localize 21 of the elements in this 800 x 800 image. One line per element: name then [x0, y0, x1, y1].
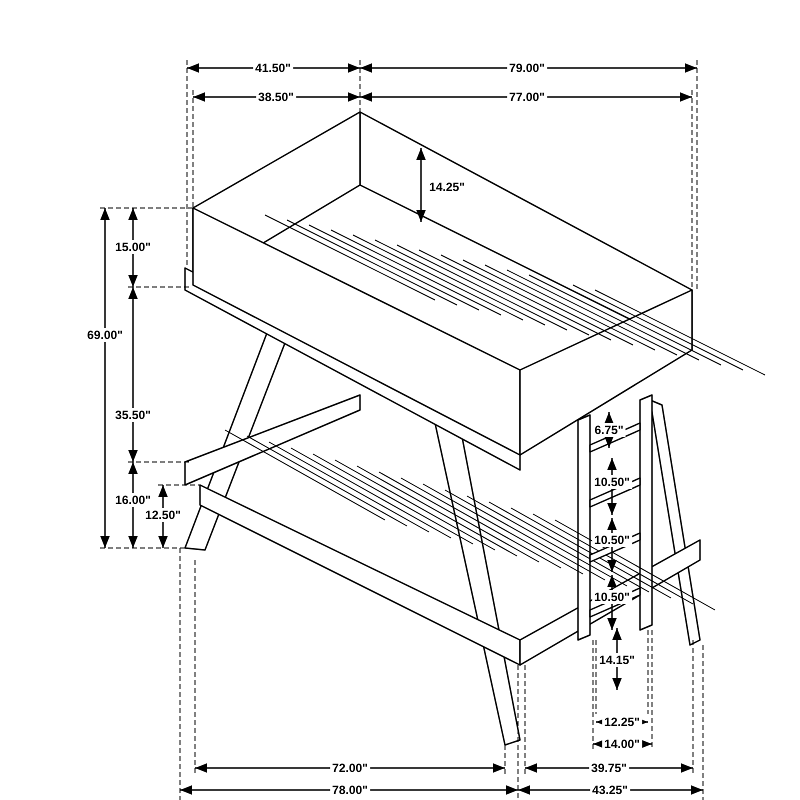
dimension-label: 14.00"	[602, 737, 642, 751]
dimension-label: 10.50"	[592, 590, 632, 604]
dimension-label: 39.75"	[589, 761, 629, 775]
dimension-label: 16.00"	[113, 493, 153, 507]
dimension-label: 72.00"	[330, 761, 370, 775]
dimension-label: 35.50"	[113, 408, 153, 422]
dimension-label: 43.25"	[590, 783, 630, 797]
dimension-label: 38.50"	[256, 90, 296, 104]
dimension-label: 41.50"	[253, 61, 293, 75]
dimension-label: 69.00"	[85, 328, 125, 342]
dimension-label: 14.25"	[427, 180, 467, 194]
dimension-label: 6.75"	[592, 423, 626, 437]
dimension-label: 79.00"	[507, 61, 547, 75]
dimension-label: 15.00"	[113, 240, 153, 254]
dimension-label: 77.00"	[507, 90, 547, 104]
dimension-label: 14.15"	[597, 653, 637, 667]
dimension-label: 10.50"	[592, 533, 632, 547]
dimension-label: 12.50"	[143, 508, 183, 522]
dimension-label: 12.25"	[602, 715, 642, 729]
dimension-label: 78.00"	[330, 783, 370, 797]
dimension-label: 10.50"	[592, 475, 632, 489]
